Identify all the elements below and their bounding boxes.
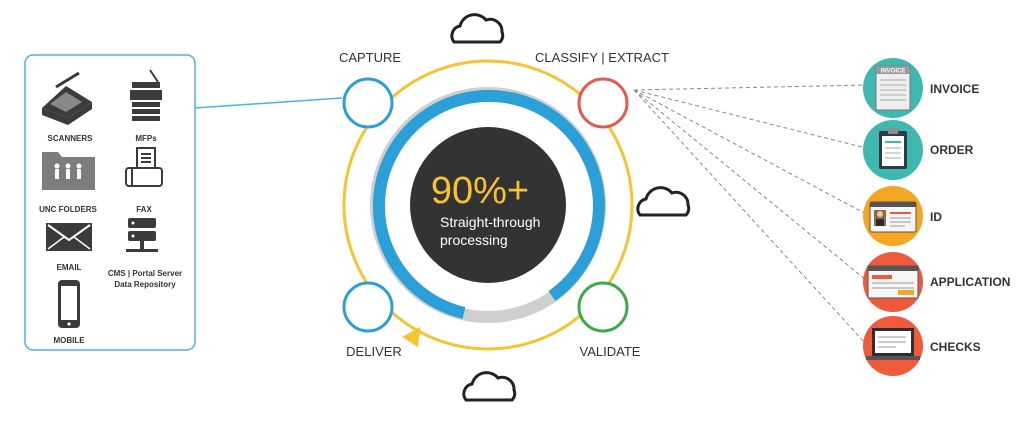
panel-connector-line: [194, 97, 343, 109]
invoice-tag-text: INVOICE: [881, 69, 906, 75]
validate-label: VALIDATE: [580, 344, 641, 359]
mobile-phone-icon: [58, 280, 80, 328]
capture-label: CAPTURE: [339, 50, 401, 65]
scanner-icon: [42, 71, 92, 125]
deliver-label: DELIVER: [346, 344, 402, 359]
cms-label-line2: Data Repository: [114, 280, 176, 289]
center-line2: processing: [440, 232, 508, 248]
document-types: INVOICE INVOICE ORDER: [863, 58, 1010, 376]
application-label: APPLICATION: [930, 275, 1010, 289]
outer-cycle-ring: [342, 59, 634, 351]
id-card-icon: [869, 201, 917, 233]
invoice-icon: INVOICE: [875, 65, 911, 111]
order-item: ORDER: [863, 120, 974, 180]
order-label: ORDER: [930, 143, 974, 157]
cloud-icon: [462, 371, 517, 402]
fax-label: FAX: [136, 205, 152, 214]
classify-node: [577, 77, 629, 129]
document-connectors: [633, 84, 867, 345]
center-disc: [410, 127, 566, 283]
scanners-label: SCANNERS: [48, 134, 94, 143]
check-laptop-icon: [866, 328, 920, 360]
center-value: 90%+: [431, 170, 529, 212]
cms-label-line1: CMS | Portal Server: [108, 269, 182, 278]
processing-cycle: 90%+ Straight-through processing CAPTURE…: [339, 13, 691, 402]
source-panel: SCANNERS MFPs UNC FOLDERS: [24, 54, 343, 351]
email-label: EMAIL: [57, 263, 82, 272]
unc-folders-label: UNC FOLDERS: [39, 205, 97, 214]
id-label: ID: [930, 210, 942, 224]
invoice-label: INVOICE: [930, 82, 979, 96]
progress-arc: [372, 89, 605, 319]
application-item: APPLICATION: [863, 252, 1010, 312]
validate-node: [577, 281, 629, 333]
application-form-icon: [867, 265, 919, 299]
classify-label: CLASSIFY | EXTRACT: [535, 50, 669, 65]
mfps-label: MFPs: [135, 134, 157, 143]
mfp-icon: [130, 69, 162, 121]
center-line1: Straight-through: [440, 214, 540, 230]
checks-label: CHECKS: [930, 340, 981, 354]
deliver-node: [342, 281, 394, 333]
folder-icon: [42, 152, 95, 190]
server-icon: [126, 218, 158, 252]
clipboard-icon: [879, 128, 907, 169]
email-icon: [46, 223, 92, 251]
id-item: ID: [863, 186, 942, 246]
cloud-icon: [450, 13, 505, 44]
cycle-arrow-icon: [402, 327, 420, 347]
checks-item: CHECKS: [863, 316, 981, 376]
mobile-label: MOBILE: [53, 336, 85, 345]
capture-node: [342, 77, 394, 129]
fax-icon: [125, 147, 163, 187]
cloud-icon: [636, 186, 691, 217]
invoice-item: INVOICE INVOICE: [863, 58, 979, 118]
